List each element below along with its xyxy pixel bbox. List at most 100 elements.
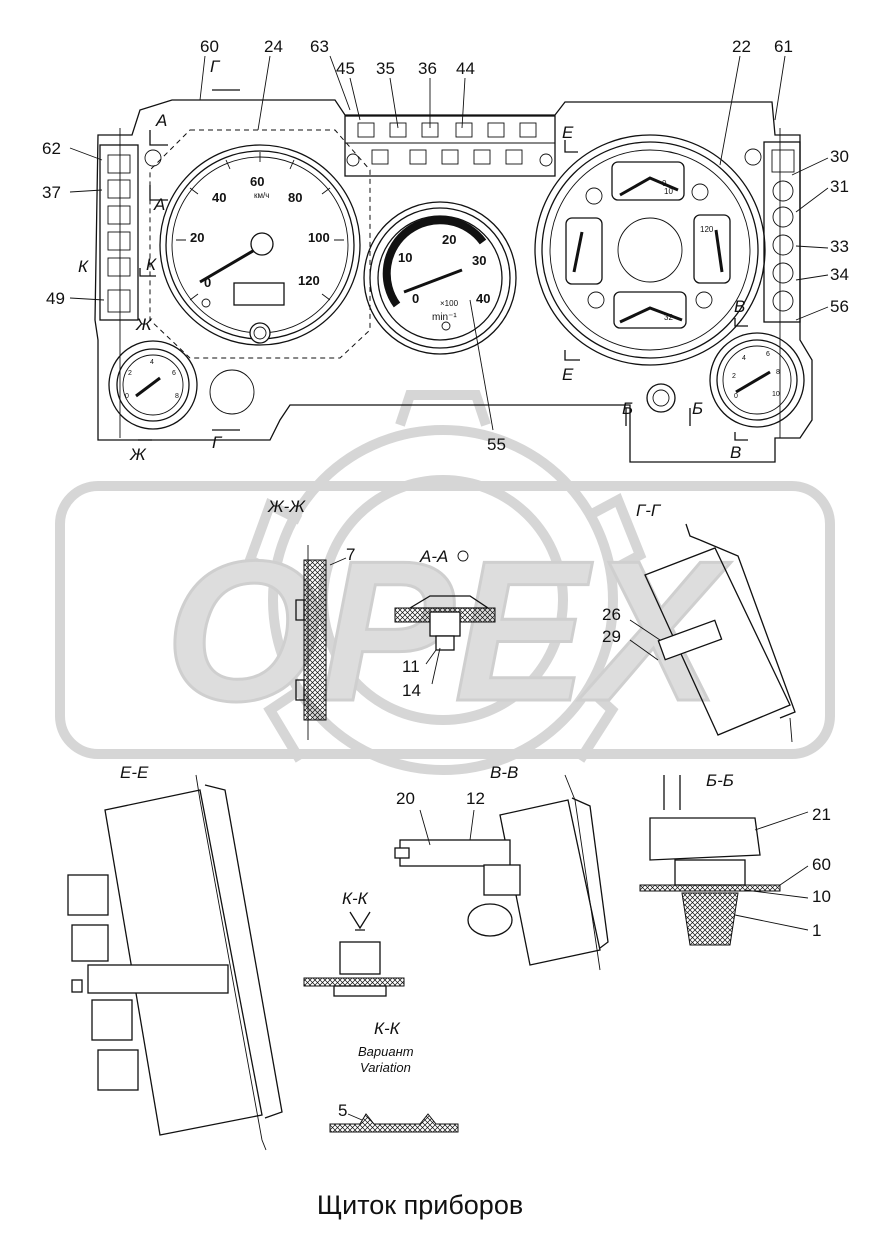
speedo-label-20: 20 <box>190 230 204 245</box>
callout-1: 1 <box>812 921 821 940</box>
callout-10: 10 <box>812 887 831 906</box>
section-cut-markers <box>138 89 748 441</box>
small-right-label-2: 2 <box>732 373 736 380</box>
callout-63: 63 <box>310 37 329 56</box>
warning-lamp-block <box>344 115 556 177</box>
panel-outline <box>94 99 813 463</box>
mark-k-left: К <box>78 257 89 276</box>
callout-49: 49 <box>46 289 65 308</box>
combo-label-0: 0 <box>662 179 667 188</box>
small-right-label-10: 10 <box>772 391 780 398</box>
small-left-label-8: 8 <box>175 393 179 400</box>
watermark-frame <box>55 481 835 759</box>
section-k-k: К-К <box>303 889 405 997</box>
speedo-label-0: 0 <box>204 275 211 290</box>
mark-k-right: К <box>146 255 157 274</box>
gauge-window-left <box>565 217 603 285</box>
section-a-a: А-А 11 14 <box>394 547 496 700</box>
mark-v-top: В <box>734 297 745 316</box>
title-v-v: В-В <box>490 763 518 782</box>
mark-b-right: Б <box>692 399 703 418</box>
right-lamp-column <box>744 141 801 323</box>
blank-socket <box>209 369 255 415</box>
small-left-label-0: 0 <box>125 393 129 400</box>
indicator-lamp <box>646 383 676 413</box>
variant-en: Variation <box>360 1060 411 1075</box>
callout-12: 12 <box>466 789 485 808</box>
small-right-label-4: 4 <box>742 355 746 362</box>
speedo-label-120: 120 <box>298 273 320 288</box>
mark-a-top: А <box>155 111 167 130</box>
variant-ru: Вариант <box>358 1044 414 1059</box>
page-title: Щиток приборов <box>317 1190 523 1220</box>
small-left-label-6: 6 <box>172 370 176 377</box>
callout-26: 26 <box>602 605 621 624</box>
tacho-unit: min⁻¹ <box>432 312 457 323</box>
tacho-needle <box>403 268 463 294</box>
mark-e-top: Е <box>562 123 574 142</box>
callout-62: 62 <box>42 139 61 158</box>
small-gauge-right: 0 2 4 6 8 10 <box>709 332 805 428</box>
odometer-window <box>233 282 285 306</box>
callout-36: 36 <box>418 59 437 78</box>
tacho-label-20: 20 <box>442 232 456 247</box>
section-v-v: В-В 20 12 <box>394 763 609 971</box>
mark-e-bottom: Е <box>562 365 574 384</box>
callout-35: 35 <box>376 59 395 78</box>
mark-zh-top: Ж <box>135 315 153 334</box>
combination-gauge: 0 10 120 32 <box>534 134 766 366</box>
tacho-band <box>382 216 487 308</box>
callout-44: 44 <box>456 59 475 78</box>
small-left-label-2: 2 <box>128 370 132 377</box>
callout-56: 56 <box>830 297 849 316</box>
section-k-k-variant: К-К Вариант Variation 5 <box>329 1019 459 1133</box>
title-a-a: А-А <box>419 547 448 566</box>
gauge-window-bottom <box>613 291 687 329</box>
title-b-b: Б-Б <box>706 771 734 790</box>
callout-31: 31 <box>830 177 849 196</box>
combo-label-120: 120 <box>700 225 714 234</box>
panel-front-view: 0 20 40 60 80 100 120 км/ч 0 10 20 30 40 <box>69 55 829 463</box>
speedo-label-60: 60 <box>250 174 264 189</box>
section-b-b: Б-Б 21 60 10 1 <box>639 771 831 946</box>
callout-24: 24 <box>264 37 283 56</box>
callout-55: 55 <box>487 435 506 454</box>
small-right-label-0: 0 <box>734 393 738 400</box>
small-left-label-4: 4 <box>150 359 154 366</box>
section-letters-front: Г А А К К Ж Ж Г Е Е В В Б Б <box>78 57 745 464</box>
callout-21: 21 <box>812 805 831 824</box>
mark-g-top: Г <box>210 57 221 76</box>
callout-5: 5 <box>338 1101 347 1120</box>
title-zh-zh: Ж-Ж <box>267 497 306 516</box>
speedo-needle <box>199 246 259 284</box>
speedometer: 0 20 40 60 80 100 120 км/ч <box>149 129 371 359</box>
tacho-label-0: 0 <box>412 291 419 306</box>
tacho-multiplier: ×100 <box>440 299 459 308</box>
tacho-label-40: 40 <box>476 291 490 306</box>
speedo-label-100: 100 <box>308 230 330 245</box>
mark-b-left: Б <box>622 399 633 418</box>
left-switch-column <box>99 144 162 321</box>
watermark: OPEX <box>55 390 835 775</box>
callout-14: 14 <box>402 681 421 700</box>
tacho-label-10: 10 <box>398 250 412 265</box>
callout-60-b: 60 <box>812 855 831 874</box>
mark-a-bottom: А <box>153 195 165 214</box>
speedo-unit: км/ч <box>254 191 269 200</box>
small-gauge-left: 0 2 4 6 8 <box>108 340 198 430</box>
mark-zh-bottom: Ж <box>129 445 147 464</box>
callout-33: 33 <box>830 237 849 256</box>
combo-label-10: 10 <box>664 187 673 196</box>
tacho-label-30: 30 <box>472 253 486 268</box>
section-zh-zh: Ж-Ж 7 <box>267 497 355 740</box>
callout-29: 29 <box>602 627 621 646</box>
callout-37: 37 <box>42 183 61 202</box>
callout-30: 30 <box>830 147 849 166</box>
callout-7: 7 <box>346 545 355 564</box>
callout-45: 45 <box>336 59 355 78</box>
callouts-top: 60 24 63 45 35 36 44 22 61 62 37 49 30 3… <box>42 37 849 454</box>
title-k-k: К-К <box>342 889 369 908</box>
speedo-hub <box>250 232 274 256</box>
speedo-label-40: 40 <box>212 190 226 205</box>
